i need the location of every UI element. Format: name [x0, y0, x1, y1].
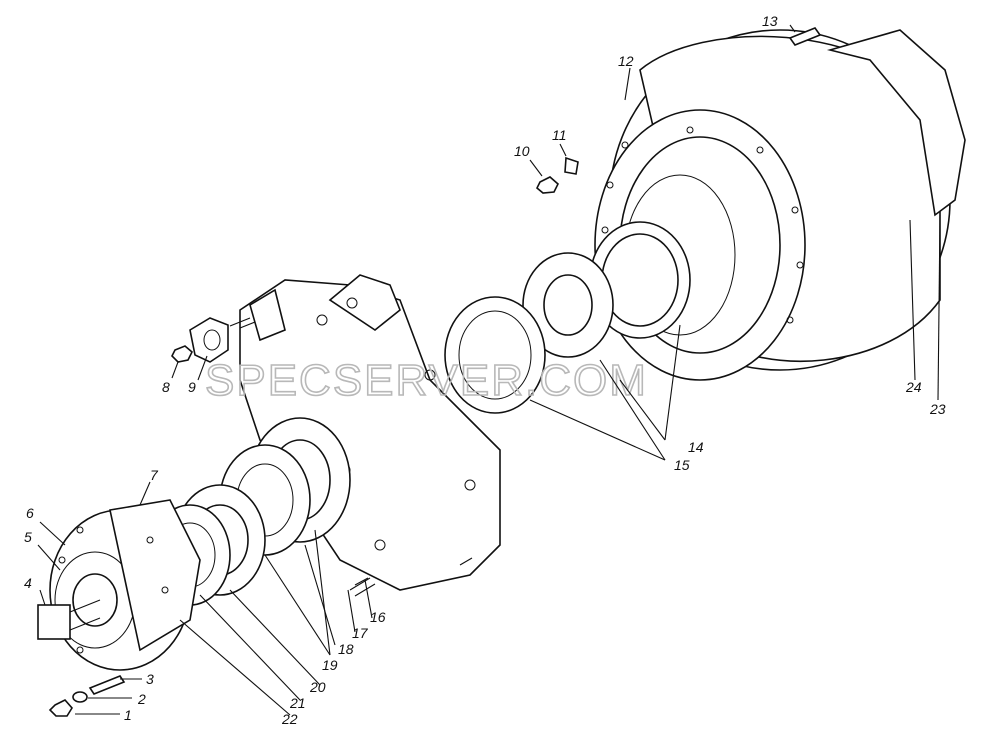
callout-24: 24	[905, 379, 922, 395]
callout-6: 6	[26, 505, 34, 521]
leader-lines	[37, 24, 941, 716]
callout-12: 12	[618, 53, 634, 69]
inner-bearing-ring	[444, 296, 546, 414]
bolt	[37, 599, 101, 640]
callout-21: 21	[289, 695, 306, 711]
outer-bearing-cone	[522, 252, 614, 358]
callout-labels: 1 2 3 4 5 6 7 8 9 10 11 12 13 14 15 16 1…	[24, 13, 946, 727]
callout-11: 11	[552, 127, 567, 143]
callout-7: 7	[150, 467, 159, 483]
callout-17: 17	[352, 625, 369, 641]
watermark: SPECSERVER.COM	[205, 356, 648, 405]
callout-3: 3	[146, 671, 154, 687]
callout-13: 13	[762, 13, 778, 29]
callout-16: 16	[370, 609, 386, 625]
callout-2: 2	[137, 691, 146, 707]
outer-bearing-cup	[589, 221, 691, 339]
callout-14: 14	[688, 439, 704, 455]
callout-10: 10	[514, 143, 530, 159]
callout-5: 5	[24, 529, 32, 545]
callout-18: 18	[338, 641, 354, 657]
small-hardware	[48, 27, 822, 717]
callout-15: 15	[674, 457, 690, 473]
callout-22: 22	[281, 711, 298, 727]
callout-23: 23	[929, 401, 946, 417]
callout-20: 20	[309, 679, 326, 695]
callout-9: 9	[188, 379, 196, 395]
callout-1: 1	[124, 707, 132, 723]
callout-4: 4	[24, 575, 32, 591]
callout-19: 19	[322, 657, 338, 673]
drum-flange	[826, 29, 966, 217]
axle-shaft-flange	[49, 499, 201, 671]
callout-8: 8	[162, 379, 170, 395]
